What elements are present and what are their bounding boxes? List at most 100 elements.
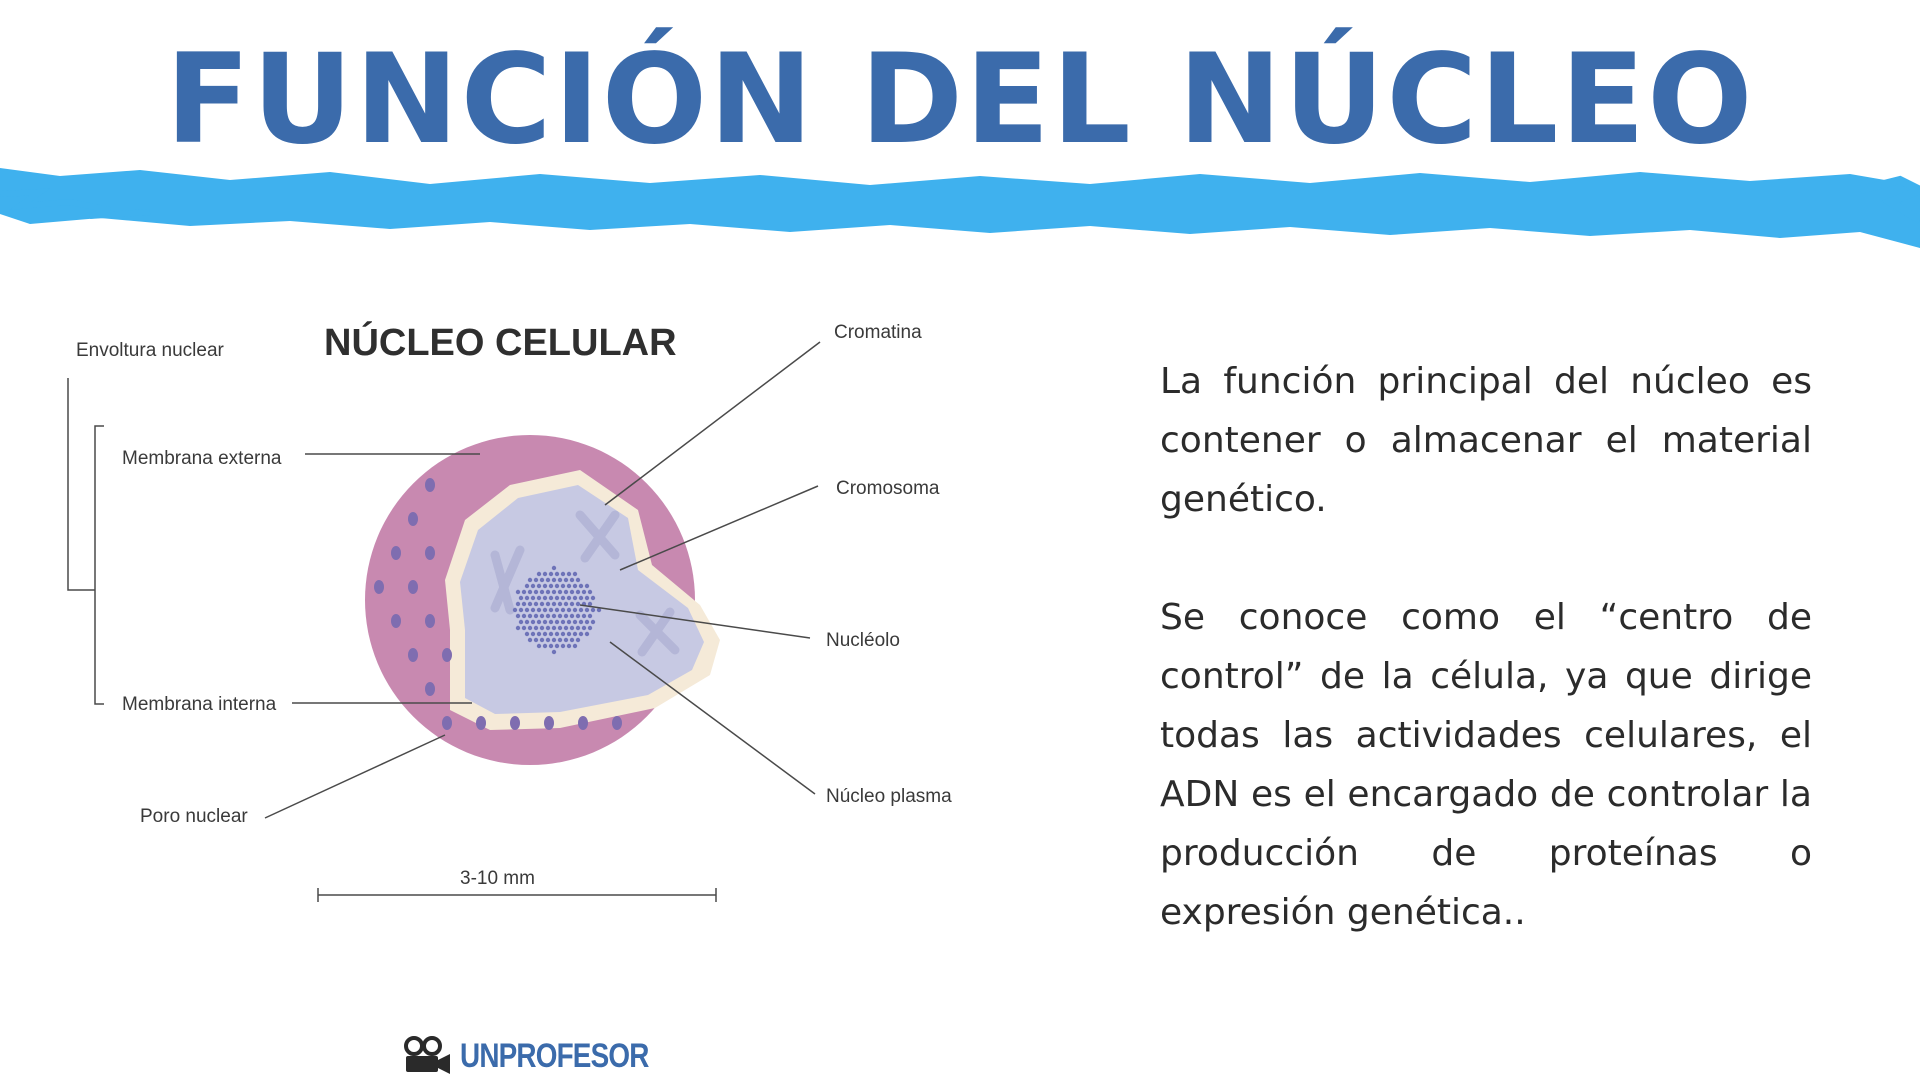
nucleolus-granule — [587, 625, 593, 631]
nucleolus-granule — [590, 595, 596, 601]
nucleolus-granule — [548, 619, 554, 625]
nucleolus-granule — [566, 607, 572, 613]
nucleolus-granule — [557, 637, 563, 643]
nucleolus-granule — [545, 589, 551, 595]
unprofesor-logo: UNPROFESOR — [402, 1036, 690, 1076]
nucleolus-granule — [569, 601, 575, 607]
nucleolus-granule — [542, 631, 548, 637]
nucleolus-granule — [530, 631, 536, 637]
nucleolus-granule — [539, 589, 545, 595]
paragraph-1: La función principal del núcleo es conte… — [1160, 361, 1812, 520]
label-membrana-externa: Membrana externa — [122, 448, 282, 469]
nucleolus-granule — [539, 625, 545, 631]
nucleolus-granule — [554, 595, 560, 601]
nucleolus-granule — [557, 601, 563, 607]
pore-dot — [544, 716, 554, 730]
nucleolus-granule — [572, 607, 578, 613]
nucleolus-granule — [542, 583, 548, 589]
nucleolus-granule — [572, 583, 578, 589]
nucleolus-granule — [569, 625, 575, 631]
nucleolus-granule — [527, 577, 533, 583]
nucleolus-granule — [524, 619, 530, 625]
label-cromatina: Cromatina — [834, 322, 922, 343]
nucleolus-granule — [533, 577, 539, 583]
nucleolus-granule — [536, 643, 542, 649]
nucleolus-granule — [527, 613, 533, 619]
description-text: La función principal del núcleo es conte… — [1160, 352, 1812, 942]
nucleolus-granule — [560, 583, 566, 589]
nucleolus-granule — [560, 643, 566, 649]
leader-lines — [67, 341, 821, 902]
nucleolus-granule — [569, 577, 575, 583]
nucleolus-granule — [578, 595, 584, 601]
nucleolus-granule — [527, 589, 533, 595]
nucleolus-granule — [545, 625, 551, 631]
label-envoltura-nuclear: Envoltura nuclear — [76, 340, 225, 361]
nucleolus-granule — [545, 601, 551, 607]
nucleolus-granule — [560, 631, 566, 637]
pore-dot — [612, 716, 622, 730]
label-nucleo-plasma: Núcleo plasma — [826, 786, 952, 807]
nucleolus-granule — [527, 637, 533, 643]
nucleolus-granule — [569, 613, 575, 619]
nucleolus-granule — [551, 577, 557, 583]
nucleolus-granule — [536, 607, 542, 613]
nucleolus-granule — [536, 631, 542, 637]
nucleolus-granule — [515, 601, 521, 607]
nucleolus-granule — [596, 607, 602, 613]
nucleolus-granule — [539, 613, 545, 619]
nucleolus-granule — [536, 571, 542, 577]
label-cromosoma: Cromosoma — [836, 478, 940, 499]
nucleolus-granule — [557, 613, 563, 619]
nucleolus-granule — [554, 643, 560, 649]
nucleolus-granule — [581, 625, 587, 631]
nucleolus-granule — [551, 601, 557, 607]
page-title: FUNCIÓN DEL NÚCLEO — [165, 28, 1755, 172]
nucleolus-granule — [524, 631, 530, 637]
nucleolus-granule — [533, 637, 539, 643]
nucleolus-granule — [557, 625, 563, 631]
nucleolus-granule — [584, 631, 590, 637]
nucleolus-granule — [548, 631, 554, 637]
nucleolus-granule — [545, 637, 551, 643]
nucleolus-granule — [590, 619, 596, 625]
nucleolus-granule — [554, 571, 560, 577]
nucleolus-granule — [563, 589, 569, 595]
nucleolus-granule — [521, 613, 527, 619]
nucleolus-granule — [575, 625, 581, 631]
nucleolus-granule — [548, 583, 554, 589]
nucleolus-granule — [587, 589, 593, 595]
nucleolus-granule — [587, 613, 593, 619]
nucleolus-granule — [542, 643, 548, 649]
nucleolus-granule — [575, 637, 581, 643]
pore-dot — [391, 546, 401, 560]
pore-dot — [578, 716, 588, 730]
pore-dot — [425, 478, 435, 492]
nucleolus-granule — [563, 625, 569, 631]
nucleolus-granule — [518, 595, 524, 601]
label-poro-nuclear: Poro nuclear — [140, 806, 248, 827]
nucleolus-granule — [530, 583, 536, 589]
nucleolus-granule — [563, 577, 569, 583]
nucleolus-granule — [575, 613, 581, 619]
nucleolus-granule — [563, 613, 569, 619]
nucleolus-granule — [560, 607, 566, 613]
nucleolus-granule — [524, 595, 530, 601]
nucleolus-granule — [566, 631, 572, 637]
nucleolus-granule — [575, 589, 581, 595]
nucleolus-granule — [551, 637, 557, 643]
nucleolus-granule — [542, 619, 548, 625]
nucleolus-granule — [584, 583, 590, 589]
nucleolus-granule — [575, 601, 581, 607]
nucleolus-granule — [554, 607, 560, 613]
nucleolus-granule — [530, 619, 536, 625]
nucleolus-granule — [575, 577, 581, 583]
nucleolus-granule — [551, 589, 557, 595]
nucleolus-granule — [536, 583, 542, 589]
label-membrana-interna: Membrana interna — [122, 694, 277, 715]
nucleolus-granule — [527, 625, 533, 631]
pore-dot — [408, 580, 418, 594]
logo-text: UNPROFESOR — [460, 1036, 649, 1075]
nucleolus-granule — [533, 589, 539, 595]
nucleolus-granule — [521, 589, 527, 595]
